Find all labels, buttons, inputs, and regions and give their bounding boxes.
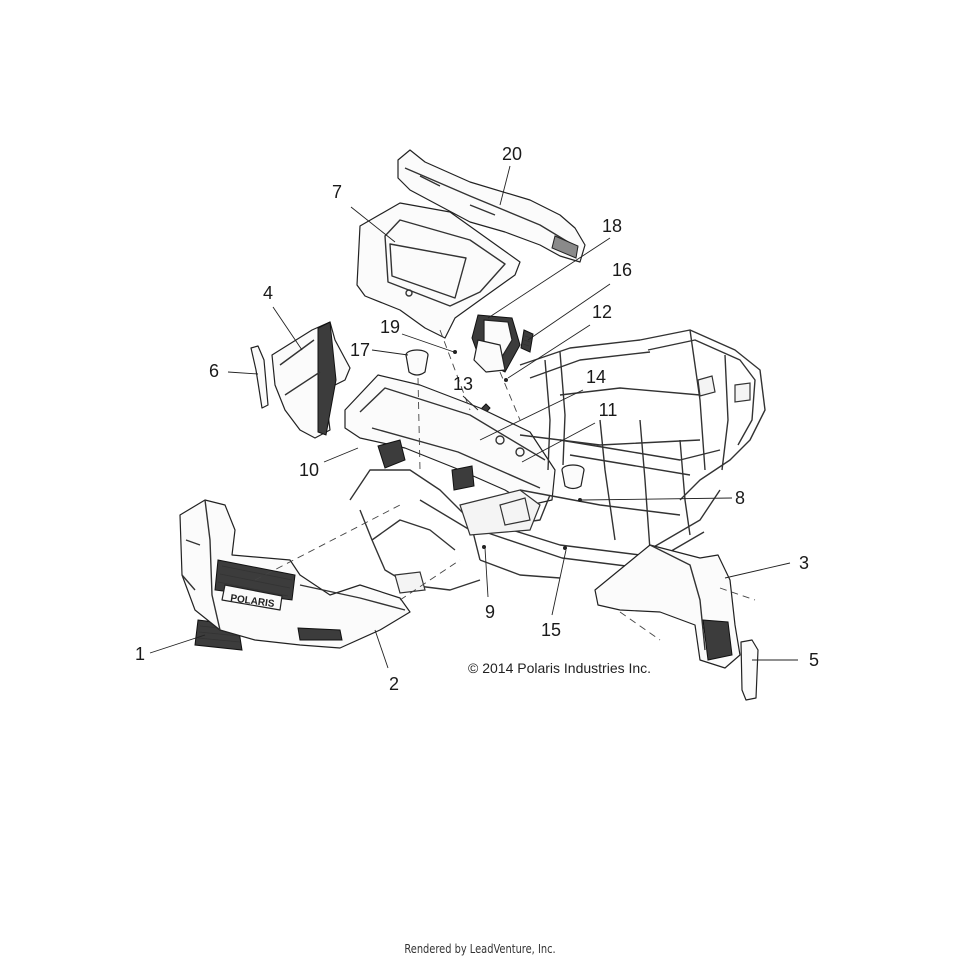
part-cup-rear bbox=[561, 464, 585, 490]
callout-10[interactable]: 10 bbox=[299, 460, 319, 480]
assembly-lines bbox=[254, 329, 756, 641]
callouts: 1 2 3 4 5 6 7 8 9 10 11 12 13 14 15 16 1… bbox=[135, 144, 819, 694]
callout-13[interactable]: 13 bbox=[453, 374, 473, 394]
part-10-dash-panel[interactable] bbox=[344, 374, 556, 506]
callout-2[interactable]: 2 bbox=[389, 674, 399, 694]
callout-5[interactable]: 5 bbox=[809, 650, 819, 670]
callout-11[interactable]: 11 bbox=[599, 400, 618, 420]
copyright-notice: © 2014 Polaris Industries Inc. bbox=[468, 660, 652, 676]
callout-1[interactable]: 1 bbox=[135, 644, 145, 664]
part-5-bracket[interactable] bbox=[740, 639, 759, 701]
callout-16[interactable]: 16 bbox=[612, 260, 632, 280]
part-16-grille-insert[interactable] bbox=[520, 329, 534, 353]
callout-8[interactable]: 8 bbox=[735, 488, 745, 508]
hardware-points bbox=[453, 350, 582, 550]
part-17-cup[interactable] bbox=[405, 349, 429, 376]
footer-credit: Rendered by LeadVenture, Inc. bbox=[404, 942, 556, 956]
part-18-bracket[interactable] bbox=[471, 314, 521, 373]
callout-14[interactable]: 14 bbox=[586, 367, 606, 387]
part-4-side-panel[interactable] bbox=[271, 321, 351, 439]
callout-15[interactable]: 15 bbox=[541, 620, 561, 640]
part-2-front-bumper[interactable]: POLARIS bbox=[179, 499, 411, 649]
callout-20[interactable]: 20 bbox=[502, 144, 522, 164]
callout-18[interactable]: 18 bbox=[602, 216, 622, 236]
callout-6[interactable]: 6 bbox=[209, 361, 219, 381]
part-7-hood[interactable] bbox=[356, 202, 521, 339]
callout-7[interactable]: 7 bbox=[332, 182, 342, 202]
chassis-frame bbox=[349, 329, 766, 594]
part-6-bracket[interactable] bbox=[250, 345, 269, 409]
callout-9[interactable]: 9 bbox=[485, 602, 495, 622]
callout-19[interactable]: 19 bbox=[380, 317, 400, 337]
callout-12[interactable]: 12 bbox=[592, 302, 612, 322]
leader-lines bbox=[149, 165, 798, 669]
callout-4[interactable]: 4 bbox=[263, 283, 273, 303]
callout-3[interactable]: 3 bbox=[799, 553, 809, 573]
callout-17[interactable]: 17 bbox=[350, 340, 370, 360]
part-3-front-fender[interactable] bbox=[594, 544, 741, 669]
part-20-dash-cover[interactable] bbox=[397, 149, 586, 263]
